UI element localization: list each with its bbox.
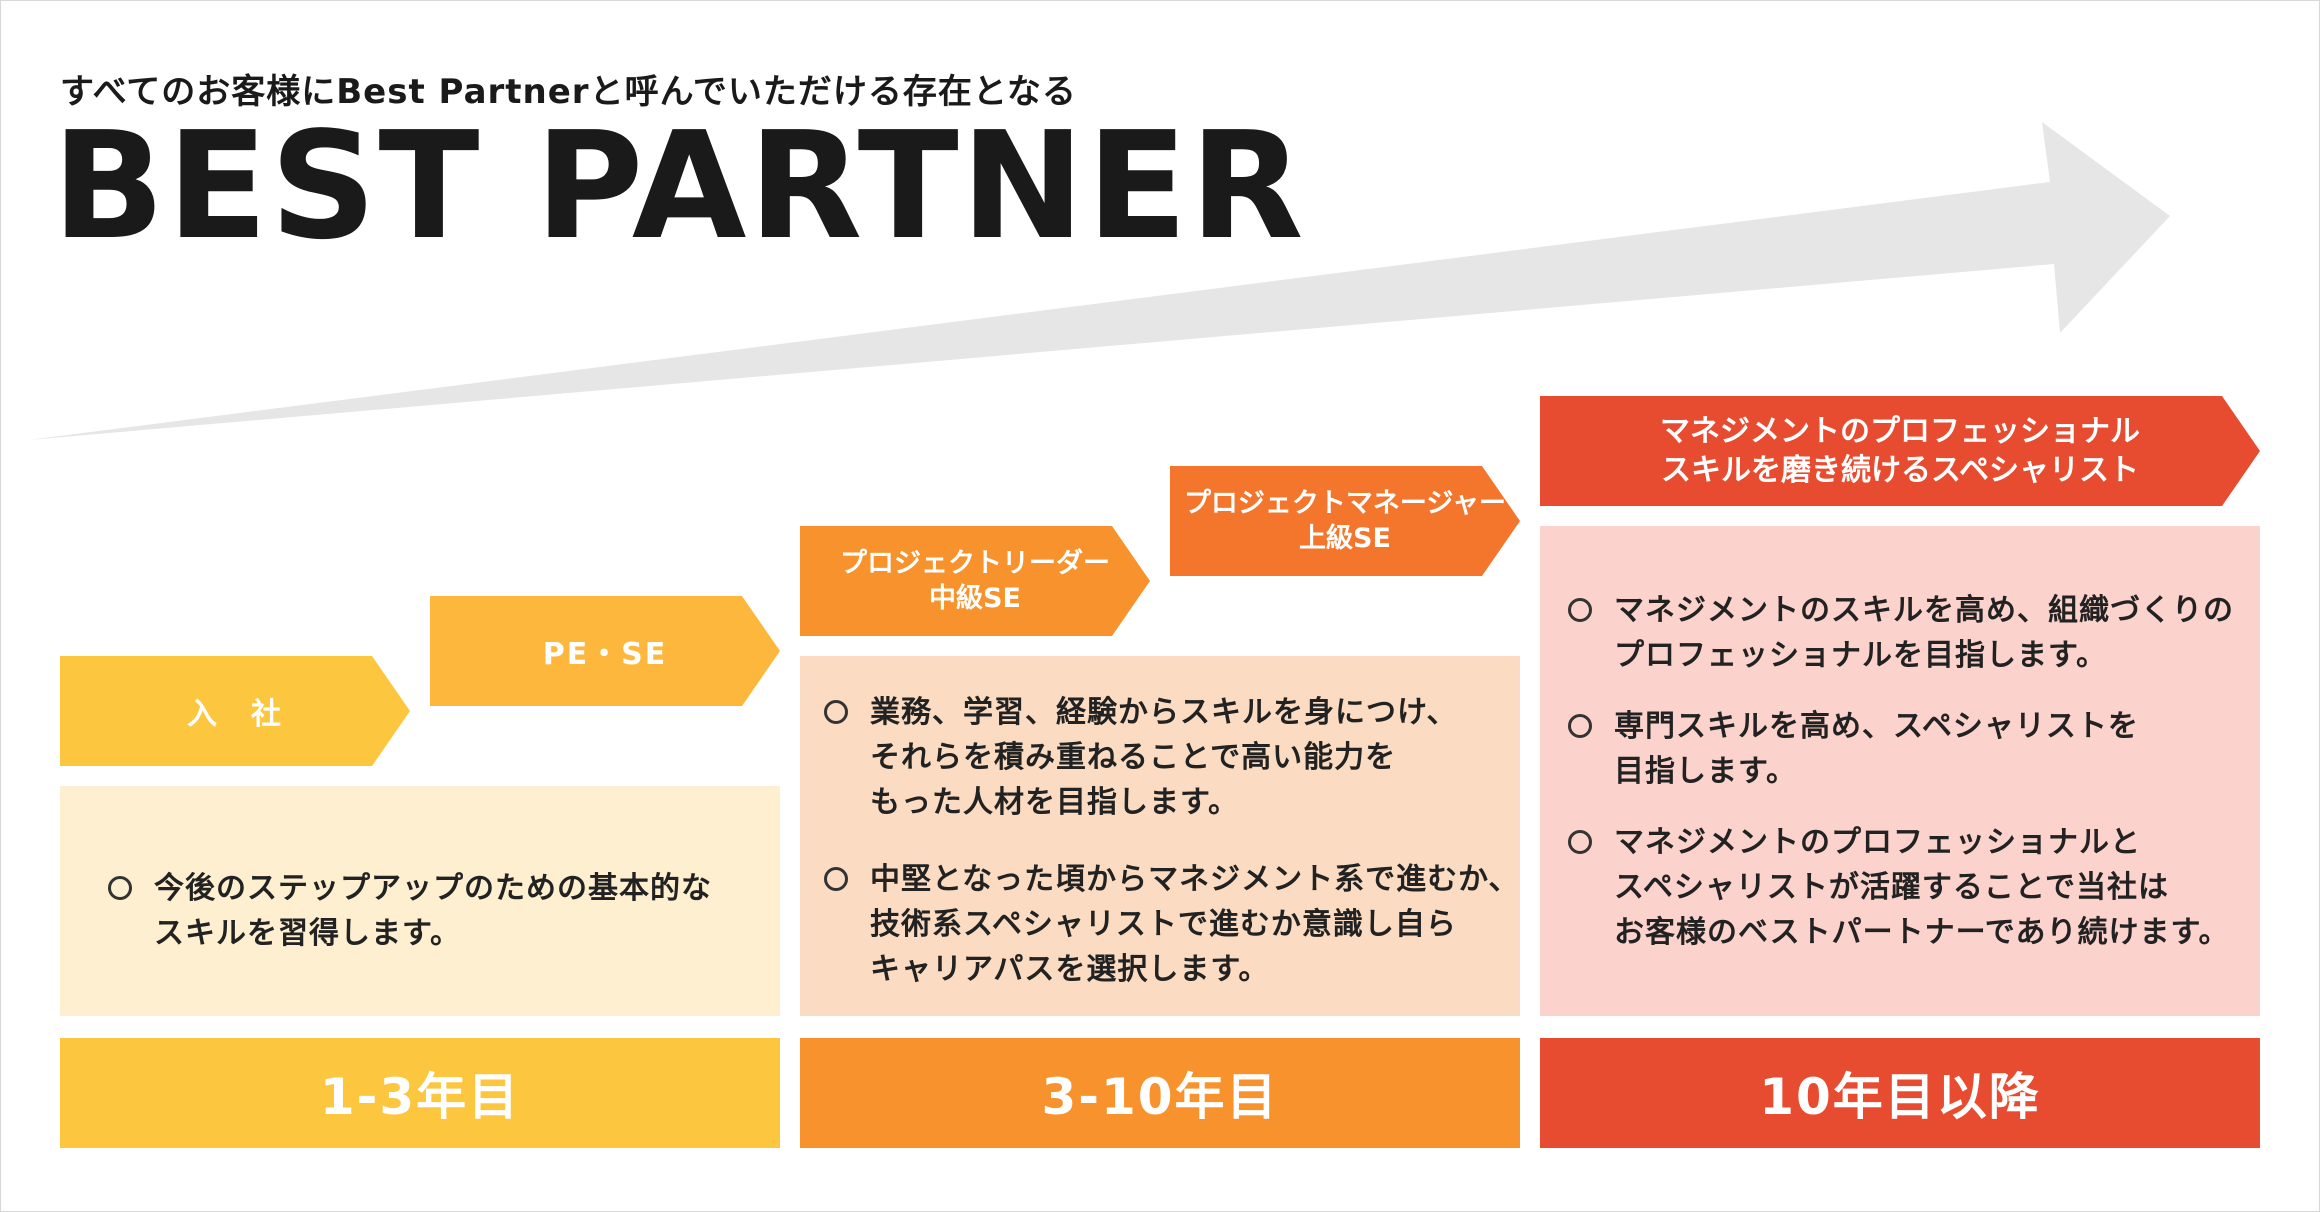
growth-arrow-shape: [28, 122, 2170, 440]
tag-pe-se: PE・SE: [430, 596, 780, 706]
panel-senior-item-text-3: マネジメントのプロフェッショナルと スペシャリストが活躍することで当社は お客様…: [1614, 825, 2230, 950]
panel-senior-item: 専門スキルを高め、スペシャリストを 目指します。: [1568, 704, 2260, 794]
tag-entry: 入 社: [60, 656, 410, 766]
bullet-circle-icon: [824, 867, 848, 891]
page-title: BEST PARTNER: [52, 100, 1306, 272]
tag-project-leader-line2: 中級SE: [929, 583, 1021, 614]
panel-middle-item: 中堅となった頃からマネジメント系で進むか、 技術系スペシャリストで進むか意識し自…: [824, 857, 1520, 992]
panel-middle-item-text-1: 業務、学習、経験からスキルを身につけ、 それらを積み重ねることで高い能力を もっ…: [870, 695, 1458, 820]
panel-middle-item: 業務、学習、経験からスキルを身につけ、 それらを積み重ねることで高い能力を もっ…: [824, 690, 1520, 825]
tag-management-professional-line1: マネジメントのプロフェッショナル: [1660, 414, 2140, 449]
tag-entry-label: 入 社: [187, 697, 283, 732]
page-subtitle: すべてのお客様にBest Partnerと呼んでいただける存在となる: [60, 72, 1077, 112]
period-middle: 3-10年目: [800, 1038, 1520, 1148]
tag-project-manager: プロジェクトマネージャー 上級SE: [1170, 466, 1520, 576]
panel-senior-item-text-2: 専門スキルを高め、スペシャリストを 目指します。: [1614, 709, 2139, 789]
panel-senior-item-text-1: マネジメントのスキルを高め、組織づくりの プロフェッショナルを目指します。: [1614, 593, 2234, 673]
bullet-circle-icon: [1568, 598, 1592, 622]
tag-project-leader-line1: プロジェクトリーダー: [840, 547, 1110, 579]
tag-project-manager-line1: プロジェクトマネージャー: [1183, 487, 1507, 519]
period-senior: 10年目以降: [1540, 1038, 2260, 1148]
tag-project-leader: プロジェクトリーダー 中級SE: [800, 526, 1150, 636]
panel-senior-item: マネジメントのプロフェッショナルと スペシャリストが活躍することで当社は お客様…: [1568, 820, 2260, 955]
tag-management-professional: マネジメントのプロフェッショナル スキルを磨き続けるスペシャリスト: [1540, 396, 2260, 506]
bullet-circle-icon: [1568, 714, 1592, 738]
panel-middle-item-text-2: 中堅となった頃からマネジメント系で進むか、 技術系スペシャリストで進むか意識し自…: [870, 862, 1520, 987]
panel-early-item-text: 今後のステップアップのための基本的な スキルを習得します。: [154, 871, 712, 951]
tag-pe-se-label: PE・SE: [542, 637, 668, 672]
panel-early: 今後のステップアップのための基本的な スキルを習得します。: [60, 786, 780, 1016]
period-early: 1-3年目: [60, 1038, 780, 1148]
panel-middle: 業務、学習、経験からスキルを身につけ、 それらを積み重ねることで高い能力を もっ…: [800, 656, 1520, 1016]
tag-management-professional-line2: スキルを磨き続けるスペシャリスト: [1661, 453, 2139, 488]
panel-senior: マネジメントのスキルを高め、組織づくりの プロフェッショナルを目指します。 専門…: [1540, 526, 2260, 1016]
panel-early-item: 今後のステップアップのための基本的な スキルを習得します。: [108, 866, 780, 956]
bullet-circle-icon: [108, 876, 132, 900]
tag-project-manager-line2: 上級SE: [1299, 523, 1391, 554]
panel-senior-item: マネジメントのスキルを高め、組織づくりの プロフェッショナルを目指します。: [1568, 588, 2260, 678]
bullet-circle-icon: [1568, 830, 1592, 854]
bullet-circle-icon: [824, 700, 848, 724]
